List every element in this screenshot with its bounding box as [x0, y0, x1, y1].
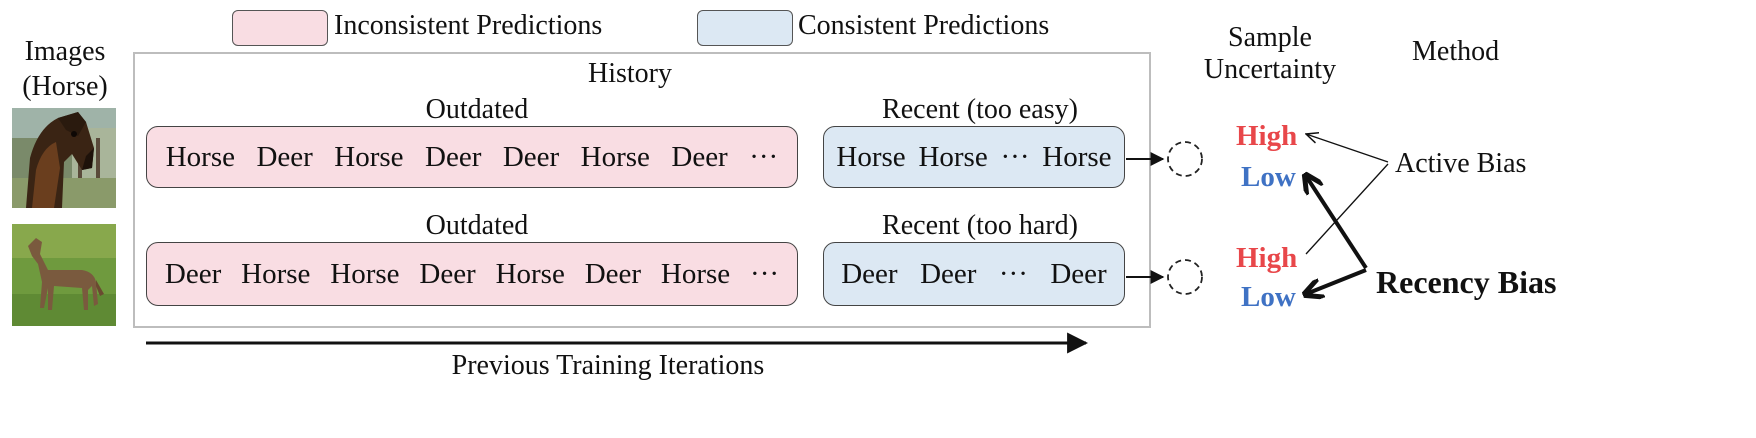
row2-outdated-token: Horse — [495, 257, 565, 290]
row2-recent-box: Deer Deer ··· Deer — [823, 242, 1125, 306]
images-title-line1: Images — [24, 36, 106, 67]
row1-recent-label: Recent (too easy) — [882, 94, 1078, 125]
method-title: Method — [1412, 36, 1500, 67]
row2-outdated-token: Deer — [584, 257, 642, 290]
row1-recent-token: Horse — [1042, 140, 1112, 173]
row1-recent-token: Horse — [836, 140, 906, 173]
horse-image-2 — [12, 224, 116, 326]
row2-outdated-token: Horse — [330, 257, 400, 290]
row2-recent-ellipsis: ··· — [998, 257, 1028, 290]
row1-recent-ellipsis: ··· — [1000, 140, 1030, 173]
row1-outdated-ellipsis: ··· — [749, 140, 779, 173]
row1-uncertainty-circle — [1167, 141, 1203, 177]
row1-outdated-token: Horse — [334, 140, 404, 173]
row1-outdated-label: Outdated — [425, 94, 529, 125]
uncertainty-title-line2: Uncertainty — [1203, 54, 1337, 86]
row2-outdated-ellipsis: ··· — [750, 257, 780, 290]
recency-bias-label: Recency Bias — [1376, 264, 1557, 300]
axis-label: Previous Training Iterations — [451, 350, 765, 381]
active-bias-label: Active Bias — [1395, 148, 1527, 179]
row1-outdated-token: Deer — [502, 140, 560, 173]
row2-outdated-label: Outdated — [425, 210, 529, 241]
row2-outdated-box: Deer Horse Horse Deer Horse Deer Horse ·… — [146, 242, 798, 306]
row1-recent-token: Horse — [918, 140, 988, 173]
recency-bias-arrow-row2 — [1306, 268, 1367, 294]
legend-consistent-label: Consistent Predictions — [798, 10, 1050, 41]
row1-outdated-token: Deer — [256, 140, 313, 173]
history-title: History — [588, 58, 672, 89]
row1-outdated-token: Horse — [580, 140, 650, 173]
row1-outdated-box: Horse Deer Horse Deer Deer Horse Deer ··… — [146, 126, 798, 188]
row2-recent-token: Deer — [841, 257, 898, 290]
row1-outdated-token: Deer — [425, 140, 482, 173]
row1-outdated-token: Horse — [165, 140, 235, 173]
row1-low-label: Low — [1241, 161, 1296, 193]
recency-bias-arrow-row1 — [1306, 176, 1368, 270]
legend-inconsistent-label: Inconsistent Predictions — [334, 10, 603, 41]
row2-outdated-token: Deer — [419, 257, 476, 290]
row2-outdated-token: Horse — [660, 257, 731, 290]
horse-image-1 — [12, 108, 116, 208]
row2-high-label: High — [1236, 242, 1298, 274]
images-title: Images (Horse) — [10, 34, 120, 104]
row2-recent-label: Recent (too hard) — [882, 210, 1078, 241]
row2-outdated-token: Deer — [164, 257, 222, 290]
legend-inconsistent-swatch — [232, 10, 328, 46]
row1-recent-box: Horse Horse ··· Horse — [823, 126, 1125, 188]
row2-low-label: Low — [1241, 281, 1296, 313]
row2-recent-token: Deer — [1050, 257, 1107, 290]
row2-recent-token: Deer — [920, 257, 977, 290]
row2-uncertainty-circle — [1167, 259, 1203, 295]
row1-outdated-token: Deer — [671, 140, 728, 173]
images-title-line2: (Horse) — [22, 71, 108, 102]
legend-consistent-swatch — [697, 10, 793, 46]
row1-high-label: High — [1236, 120, 1298, 152]
active-bias-arrow-row1 — [1306, 134, 1389, 163]
row2-outdated-token: Horse — [241, 257, 311, 290]
uncertainty-title-line1: Sample — [1228, 22, 1312, 53]
history-panel — [133, 52, 1151, 328]
uncertainty-title: Sample Uncertainty — [1180, 22, 1360, 86]
active-bias-arrow-row2 — [1305, 163, 1389, 255]
